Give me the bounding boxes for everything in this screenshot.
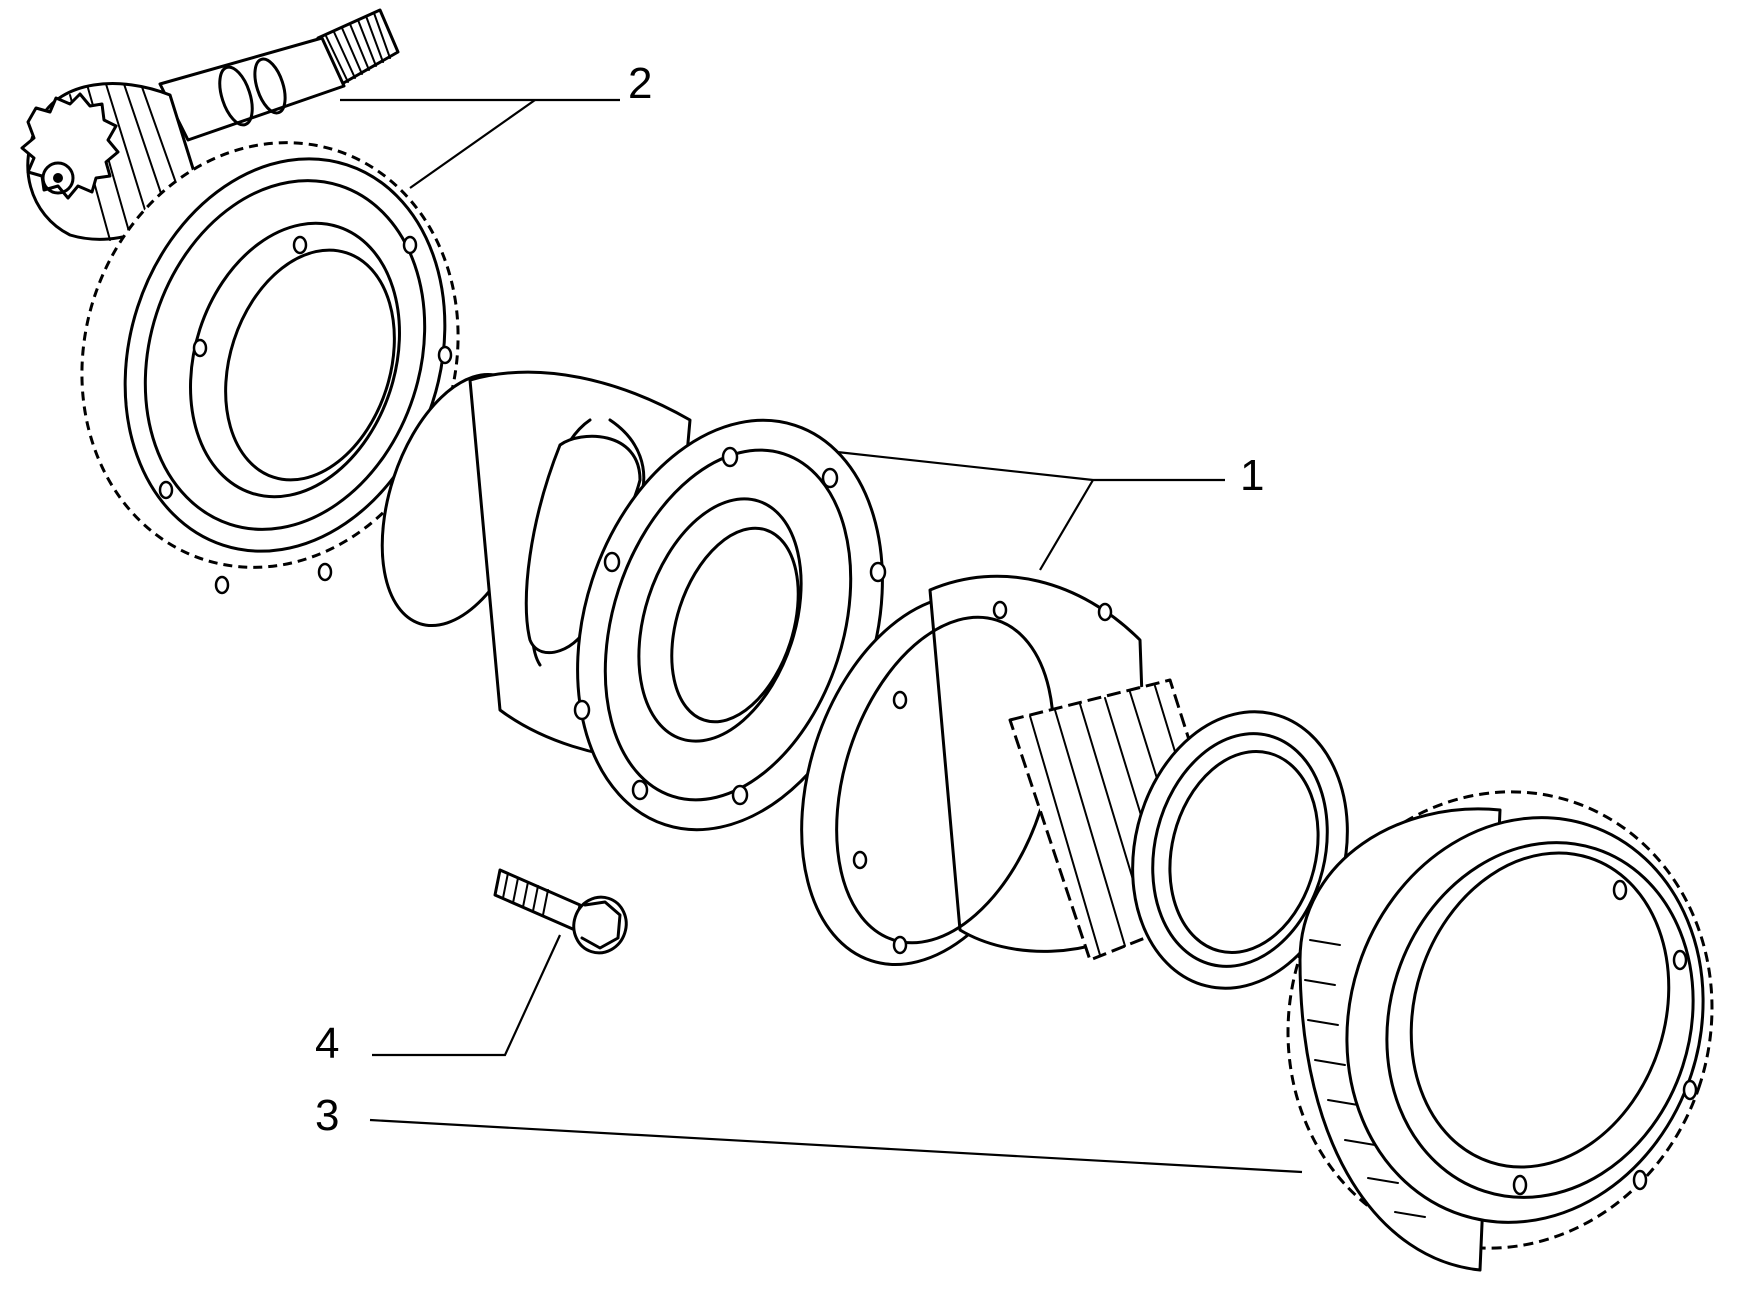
differential-case-right	[800, 574, 1349, 990]
callout-label-3: 3	[315, 1091, 339, 1140]
drive-gear	[1286, 790, 1714, 1272]
callout-label-1: 1	[1240, 451, 1264, 500]
callout-label-4: 4	[315, 1019, 339, 1068]
bolt	[493, 868, 628, 955]
callout-lines	[340, 98, 1303, 1174]
callout-label-2: 2	[628, 59, 652, 108]
flange-plate	[573, 418, 887, 832]
pinion-shaft	[20, 8, 400, 241]
